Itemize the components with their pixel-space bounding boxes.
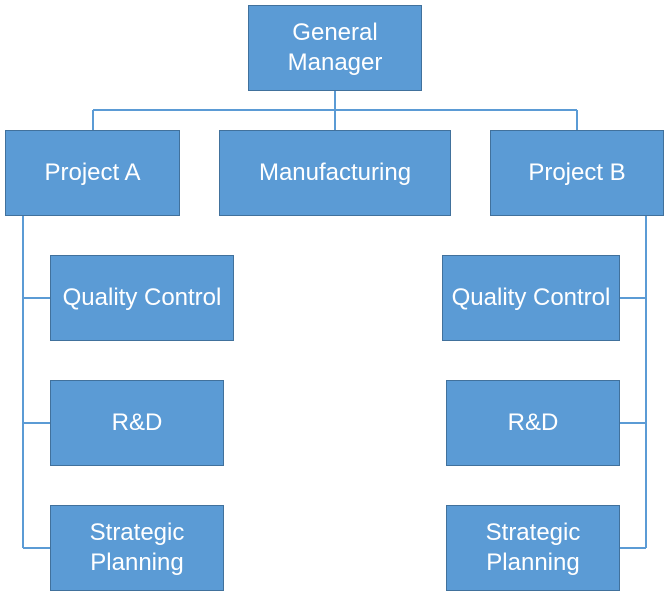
node-label: Strategic Planning <box>89 519 185 576</box>
node-general-manager: General Manager <box>248 5 422 91</box>
node-label: Quality Control <box>451 284 611 311</box>
node-strategic-planning-b: Strategic Planning <box>446 505 620 591</box>
node-quality-control-b: Quality Control <box>442 255 620 341</box>
node-label: Project A <box>44 159 141 186</box>
node-project-a: Project A <box>5 130 180 216</box>
node-manufacturing: Manufacturing <box>219 130 451 216</box>
node-strategic-planning-a: Strategic Planning <box>50 505 224 591</box>
node-rd-a: R&D <box>50 380 224 466</box>
node-label: R&D <box>111 409 163 436</box>
node-label: Strategic Planning <box>485 519 581 576</box>
node-label: R&D <box>507 409 559 436</box>
node-rd-b: R&D <box>446 380 620 466</box>
node-label: General Manager <box>287 19 383 76</box>
node-label: Project B <box>528 159 626 186</box>
node-label: Quality Control <box>62 284 222 311</box>
node-project-b: Project B <box>490 130 664 216</box>
node-quality-control-a: Quality Control <box>50 255 234 341</box>
node-label: Manufacturing <box>258 159 412 186</box>
